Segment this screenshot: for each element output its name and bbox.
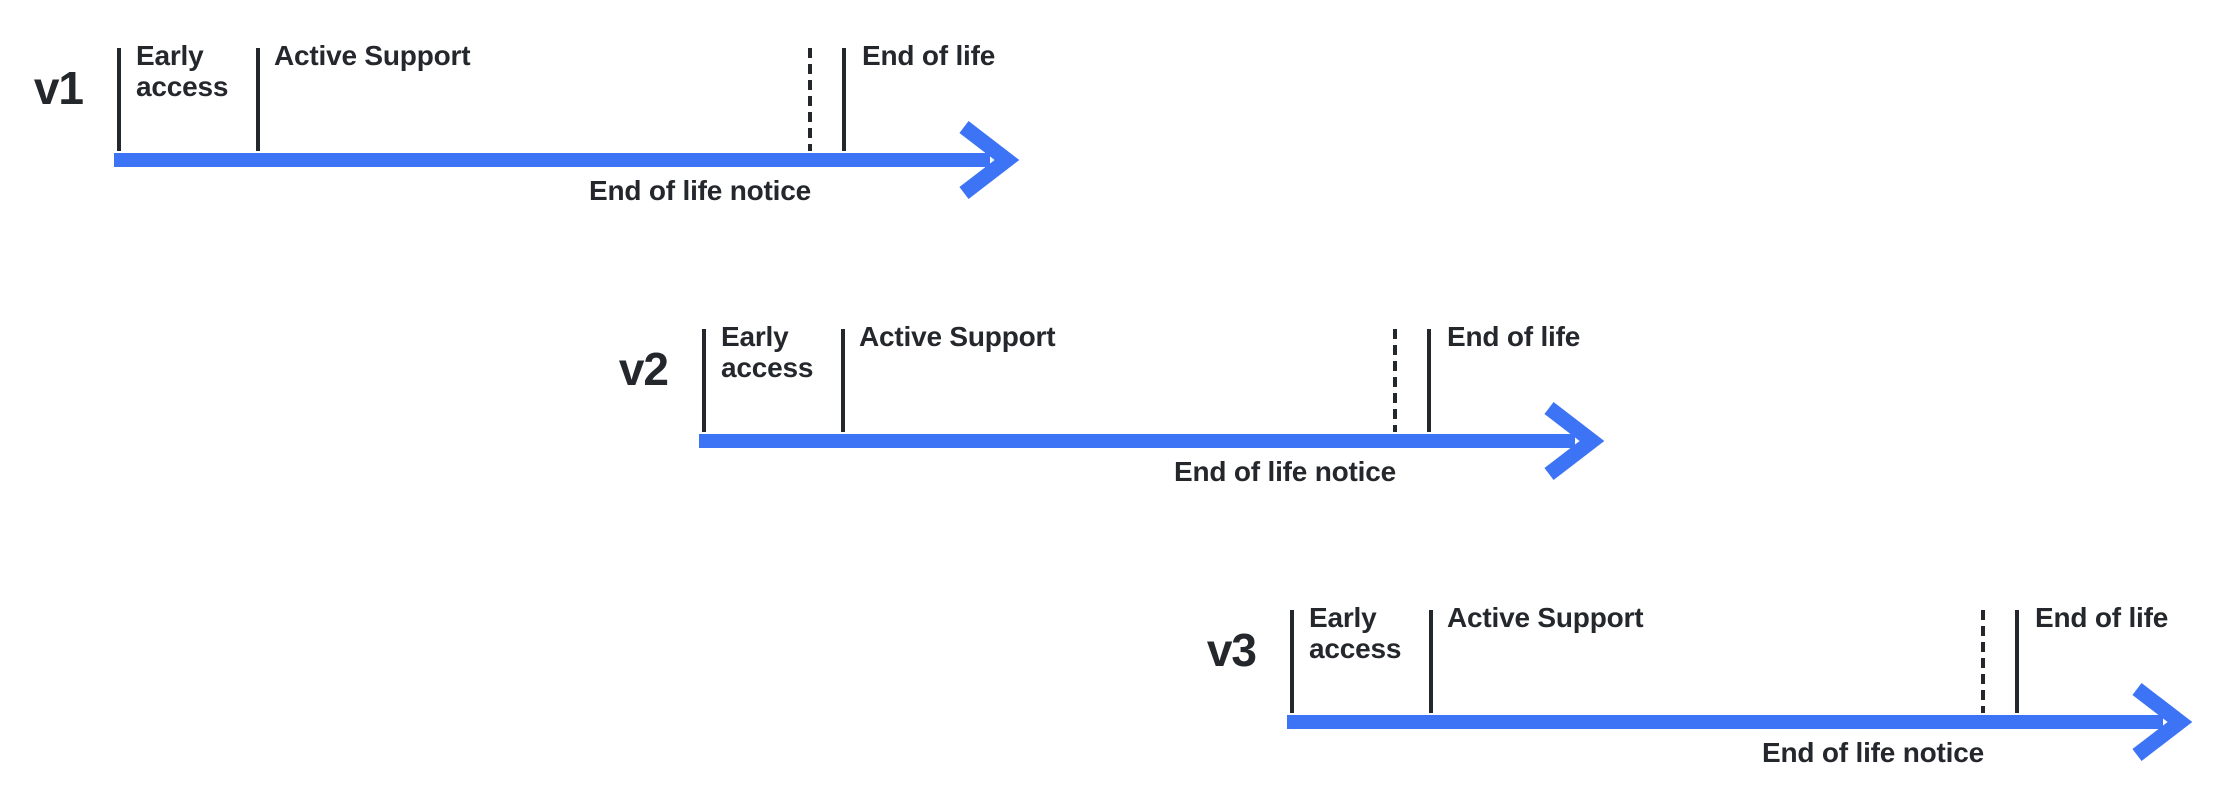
end-of-life-label: End of life [862, 40, 996, 71]
tick-early-access-start [1290, 610, 1294, 713]
tick-early-access-start [702, 329, 706, 432]
end-of-life-label: End of life [2035, 602, 2169, 633]
end-of-life-notice-label: End of life notice [589, 175, 811, 206]
version-label-v2: v2 [618, 343, 669, 395]
early-access-label: Early access [136, 40, 229, 102]
tick-active-support-start [256, 48, 260, 151]
timeline-arrow-icon [114, 121, 1020, 199]
tick-early-access-start [117, 48, 121, 151]
early-access-label: Early access [1309, 602, 1402, 664]
end-of-life-label: End of life [1447, 321, 1581, 352]
timeline-arrow-icon [699, 402, 1605, 480]
active-support-label: Active Support [274, 40, 471, 71]
tick-end-of-life [1427, 329, 1431, 432]
timeline-arrow-icon [1287, 683, 2193, 761]
active-support-label: Active Support [1447, 602, 1644, 633]
end-of-life-notice-label: End of life notice [1762, 737, 1984, 768]
active-support-label: Active Support [859, 321, 1056, 352]
tick-end-of-life [2015, 610, 2019, 713]
tick-active-support-start [841, 329, 845, 432]
tick-end-of-life-notice [1981, 610, 1985, 713]
tick-end-of-life-notice [1393, 329, 1397, 432]
tick-end-of-life [842, 48, 846, 151]
early-access-label: Early access [721, 321, 814, 383]
tick-end-of-life-notice [808, 48, 812, 151]
end-of-life-notice-label: End of life notice [1174, 456, 1396, 487]
tick-active-support-start [1429, 610, 1433, 713]
version-label-v1: v1 [33, 62, 84, 114]
version-label-v3: v3 [1206, 624, 1257, 676]
